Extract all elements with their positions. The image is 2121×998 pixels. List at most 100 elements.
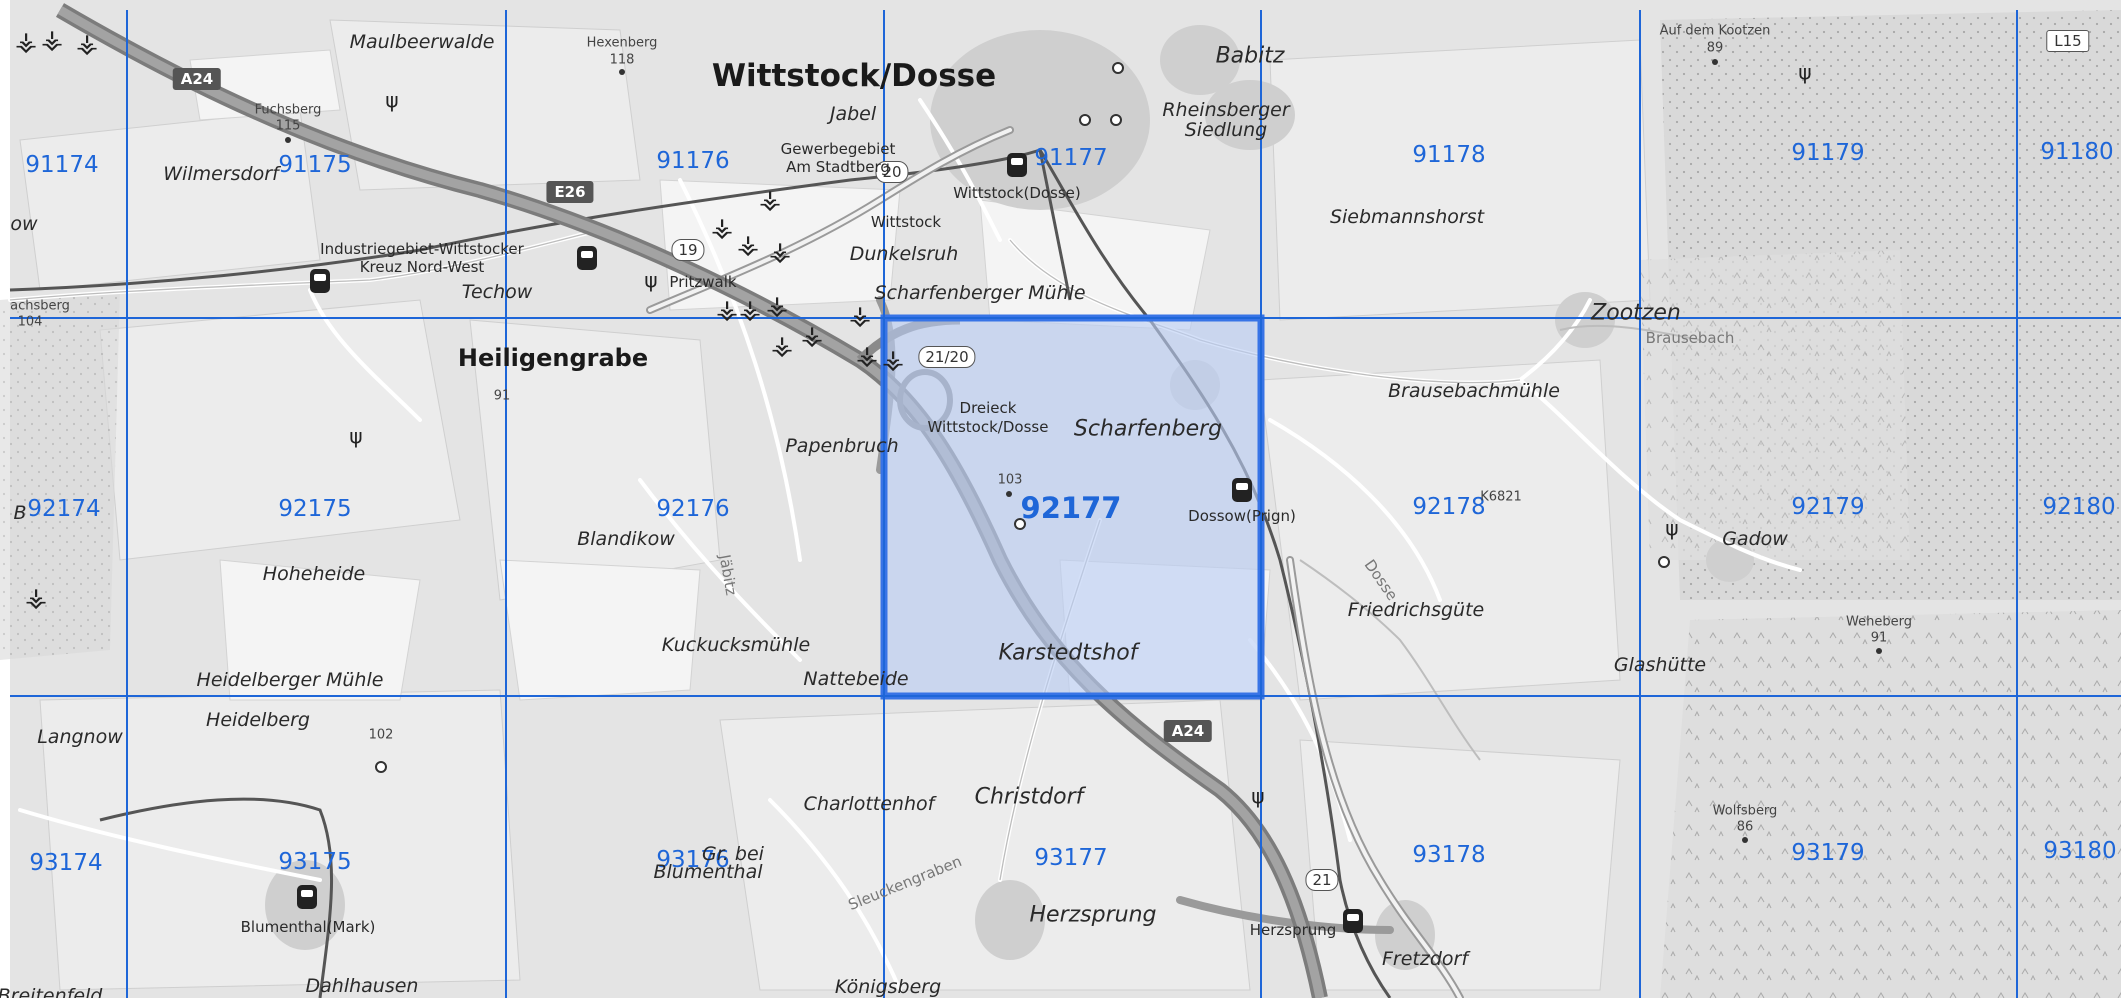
grid-label-93177[interactable]: 93177 [1034, 845, 1108, 871]
peak-marker [1876, 648, 1882, 654]
elevation-fuchsberg: 115 [275, 118, 301, 134]
elevation-hexenberg: 118 [609, 52, 635, 68]
grid-label-91180[interactable]: 91180 [2040, 139, 2114, 165]
place-heiligengrabe: Heiligengrabe [457, 344, 649, 372]
train-station-icon[interactable] [297, 885, 317, 909]
wind-turbine-icon: ⚶ [848, 301, 872, 331]
viewpoint-marker [1658, 556, 1670, 568]
grid-label-91179[interactable]: 91179 [1791, 140, 1865, 166]
grid-label-91178[interactable]: 91178 [1412, 142, 1486, 168]
elevation-wolfsberg: 86 [1736, 819, 1754, 835]
grid-label-93178[interactable]: 93178 [1412, 842, 1486, 868]
place-b-partial: B [13, 502, 27, 524]
road-label-k6821: K6821 [1480, 489, 1522, 505]
place-blumenthal-word: Blumenthal [653, 861, 763, 883]
place-heidelberger-muehle: Heidelberger Mühle [196, 669, 384, 691]
place-herzsprung: Herzsprung [1029, 902, 1157, 928]
station-label-wittstock: Wittstock(Dosse) [953, 184, 1081, 202]
place-dunkelsruh: Dunkelsruh [849, 243, 959, 265]
grid-label-93175[interactable]: 93175 [278, 849, 352, 875]
place-gadow: Gadow [1722, 528, 1788, 550]
road-shield-21-20: 21/20 [918, 346, 976, 368]
place-scharfenberger-muehle: Scharfenberger Mühle [874, 282, 1086, 304]
grid-label-92179[interactable]: 92179 [1791, 494, 1865, 520]
place-brausebachmuehle: Brausebachmühle [1388, 380, 1560, 402]
place-fretzdorf: Fretzdorf [1381, 948, 1469, 970]
place-charlottenhof: Charlottenhof [803, 793, 935, 815]
viewpoint-marker [375, 761, 387, 773]
place-blandikow: Blandikow [577, 528, 675, 550]
grid-label-92175[interactable]: 92175 [278, 496, 352, 522]
radio-tower-icon: ψ [1798, 60, 1812, 84]
grid-label-93176[interactable]: 93176 [656, 847, 730, 873]
wind-turbine-icon: ⚶ [765, 291, 789, 321]
grid-label-91177[interactable]: 91177 [1034, 145, 1108, 171]
place-heidelberg: Heidelberg [206, 709, 310, 731]
viewpoint-marker [1112, 62, 1124, 74]
place-hoheheide: Hoheheide [262, 563, 366, 585]
place-langnow: Langnow [37, 726, 123, 748]
road-shield-a24: A24 [172, 68, 222, 90]
place-ow-partial: ow [10, 213, 38, 235]
place-koenigsberg: Königsberg [834, 976, 942, 998]
viewpoint-marker [1079, 114, 1091, 126]
elevation-achsberg: 104 [17, 314, 43, 330]
place-wilmersdorf: Wilmersdorf [163, 163, 279, 185]
radio-tower-icon: ψ [1665, 516, 1679, 540]
place-dreieck-wittstock: Dreieck Wittstock/Dosse [927, 399, 1049, 436]
place-papenbruch: Papenbruch [785, 435, 899, 457]
train-station-icon[interactable] [1343, 909, 1363, 933]
grid-label-91174[interactable]: 91174 [25, 152, 99, 178]
grid-label-93174[interactable]: 93174 [29, 850, 103, 876]
elevation-auf-dem-kootzen: 89 [1706, 40, 1724, 56]
radio-tower-icon: ψ [349, 424, 363, 448]
train-station-icon[interactable] [310, 269, 330, 293]
place-babitz: Babitz [1215, 43, 1285, 69]
place-nattebeide: Nattebeide [803, 668, 909, 690]
elevation-91-heiligengrabe: 91 [493, 388, 511, 404]
selected-tile[interactable] [884, 318, 1261, 696]
train-station-icon[interactable] [577, 246, 597, 270]
road-shield-21: 21 [1305, 869, 1339, 891]
station-label-herzsprung: Herzsprung [1249, 921, 1337, 939]
grid-label-91175[interactable]: 91175 [278, 152, 352, 178]
wind-turbine-icon: ⚶ [736, 230, 760, 260]
wind-turbine-icon: ⚶ [881, 345, 905, 375]
place-fuchsberg: Fuchsberg [254, 102, 322, 118]
grid-label-91176[interactable]: 91176 [656, 148, 730, 174]
place-kuckucksmuehle: Kuckucksmühle [661, 634, 811, 656]
radio-tower-icon: ψ [644, 268, 658, 292]
grid-label-93179[interactable]: 93179 [1791, 840, 1865, 866]
wind-turbine-icon: ⚶ [14, 27, 38, 57]
grid-label-93180[interactable]: 93180 [2043, 838, 2117, 864]
place-auf-dem-kootzen: Auf dem Kootzen [1659, 23, 1771, 39]
wind-turbine-icon: ⚶ [800, 321, 824, 351]
place-friedrichsguete: Friedrichsgüte [1347, 599, 1485, 621]
place-wolfsberg: Wolfsberg [1712, 803, 1778, 819]
grid-label-92178[interactable]: 92178 [1412, 494, 1486, 520]
station-label-dossow: Dossow(Prign) [1188, 507, 1296, 525]
wind-turbine-icon: ⚶ [758, 185, 782, 215]
road-shield-20: 20 [875, 161, 909, 183]
elevation-102: 102 [368, 727, 394, 743]
grid-label-92177-selected[interactable]: 92177 [1020, 491, 1122, 525]
wind-turbine-icon: ⚶ [738, 295, 762, 325]
grid-label-92180[interactable]: 92180 [2042, 494, 2116, 520]
elevation-weheberg: 91 [1870, 630, 1888, 646]
train-station-icon[interactable] [1007, 153, 1027, 177]
peak-marker [285, 137, 291, 143]
place-maulbeerwalde: Maulbeerwalde [349, 31, 495, 53]
wind-turbine-icon: ⚶ [715, 295, 739, 325]
grid-label-92174[interactable]: 92174 [27, 496, 101, 522]
place-zootzen: Zootzen [1591, 300, 1681, 326]
place-jabel: Jabel [829, 103, 877, 125]
place-industriegebiet: Industriegebiet-Wittstocker Kreuz Nord-W… [320, 240, 524, 276]
wind-turbine-icon: ⚶ [24, 583, 48, 613]
elevation-103: 103 [997, 472, 1023, 488]
grid-label-92176[interactable]: 92176 [656, 496, 730, 522]
place-rheinsberger-siedlung: Rheinsberger Siedlung [1162, 99, 1290, 141]
train-station-icon[interactable] [1232, 478, 1252, 502]
road-shield-a24-south: A24 [1163, 720, 1213, 742]
